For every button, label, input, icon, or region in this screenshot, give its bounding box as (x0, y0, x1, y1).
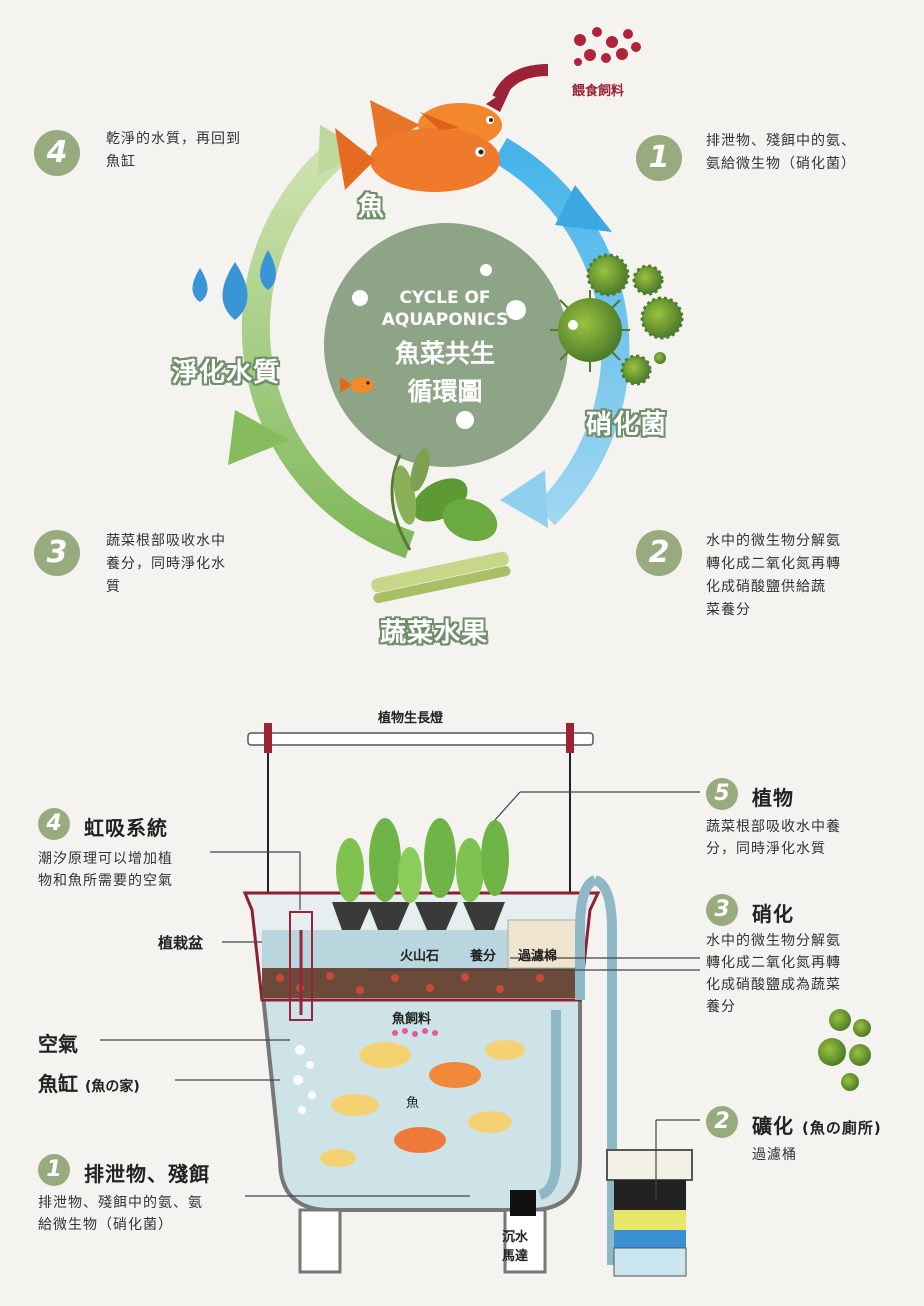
grow-light-label: 植物生長燈 (378, 711, 444, 726)
cycle-step-4-number: 4 (34, 130, 80, 176)
item-2-title: 礦化 (魚の廁所) (752, 1114, 882, 1138)
pump-label: 沉水馬達 (502, 1230, 529, 1264)
vegetables-label: 蔬菜水果 (380, 618, 489, 648)
feed-label: 餵食飼料 (572, 84, 625, 99)
filter-barrel (606, 1149, 693, 1181)
feed-arrow (492, 64, 549, 101)
item-2-title-sub: (魚の廁所) (801, 1119, 882, 1137)
center-title-zh-2: 循環圖 (407, 377, 483, 406)
siphon-tube (289, 911, 313, 1021)
item-4-title: 虹吸系統 (84, 816, 168, 840)
cycle-step-1-number: 1 (636, 135, 682, 181)
cycle-step-1-text: 排泄物、殘餌中的氨、氨給微生物（硝化菌） (706, 133, 856, 172)
planter-label: 植栽盆 (158, 934, 204, 952)
fish-feed-label: 魚飼料 (392, 1012, 432, 1027)
item-1-number: 1 (38, 1154, 70, 1186)
cycle-step-3-text: 蔬菜根部吸收水中養分，同時淨化水 質 (106, 533, 226, 595)
item-3-text: 水中的微生物分解氨轉化成二氧化氮再轉 化成硝酸鹽成為蔬菜養分 (706, 933, 841, 1015)
center-circle (324, 223, 568, 467)
item-1-text: 排泄物、殘餌中的氨、氨給微生物（硝化菌） (38, 1195, 203, 1233)
pump (510, 1190, 536, 1216)
fish-label: 魚 (358, 192, 386, 222)
cycle-arrow-green (241, 139, 415, 559)
item-2-number: 2 (706, 1106, 738, 1138)
feed-pellets-icon (574, 27, 641, 66)
tank-fish-label: 魚 (406, 1096, 420, 1111)
return-pipe (538, 1010, 561, 1200)
item-5-text: 蔬菜根部吸收水中養分，同時淨化水質 (706, 819, 841, 857)
gravel-layer (262, 968, 580, 998)
cycle-arrowhead-green-1 (228, 410, 290, 465)
vegetables-icon (371, 448, 511, 604)
small-bacteria-icon (818, 1009, 871, 1091)
nutrients-label: 養分 (470, 949, 497, 964)
plants-icon (332, 818, 509, 930)
grow-light-bar (247, 732, 594, 746)
fish-icon (335, 100, 502, 192)
item-1-title: 排泄物、殘餌 (84, 1162, 210, 1186)
water-drops-icon (192, 250, 276, 320)
filter-cotton-label: 過濾棉 (518, 949, 558, 964)
item-4-number: 4 (38, 808, 70, 840)
item-2-text: 過濾桶 (752, 1147, 797, 1163)
lava-rock-label: 火山石 (400, 949, 440, 964)
bacteria-icon (550, 253, 684, 386)
bacteria-label: 硝化菌 (586, 410, 668, 440)
purify-label: 淨化水質 (172, 358, 281, 388)
tank-sub-label: (魚の家) (84, 1079, 140, 1095)
cycle-step-4-text: 乾淨的水質，再回到魚缸 (106, 131, 241, 170)
center-title-zh-1: 魚菜共生 (394, 339, 495, 368)
tank-fish-icon (320, 1040, 525, 1167)
item-4-text: 潮汐原理可以增加植物和魚所需要的空氣 (38, 851, 173, 889)
cycle-arrowhead-blue-2 (500, 470, 548, 528)
filter-cotton (507, 919, 579, 969)
tank-label: 魚缸 (魚の家) (38, 1072, 140, 1096)
center-title-en: CYCLE OF AQUAPONICS (381, 288, 509, 330)
item-5-number: 5 (706, 778, 738, 810)
item-5-title: 植物 (752, 786, 794, 810)
cycle-step-2-text: 水中的微生物分解氨轉化成二氧化氮再轉 化成硝酸鹽供給蔬菜養分 (706, 533, 841, 618)
cycle-step-3-number: 3 (34, 530, 80, 576)
cycle-step-2-number: 2 (636, 530, 682, 576)
air-label: 空氣 (38, 1032, 78, 1056)
cycle-arrowhead-blue-1 (555, 185, 612, 232)
item-3-title: 硝化 (752, 902, 794, 926)
item-3-number: 3 (706, 894, 738, 926)
center-fish-icon (340, 377, 374, 393)
